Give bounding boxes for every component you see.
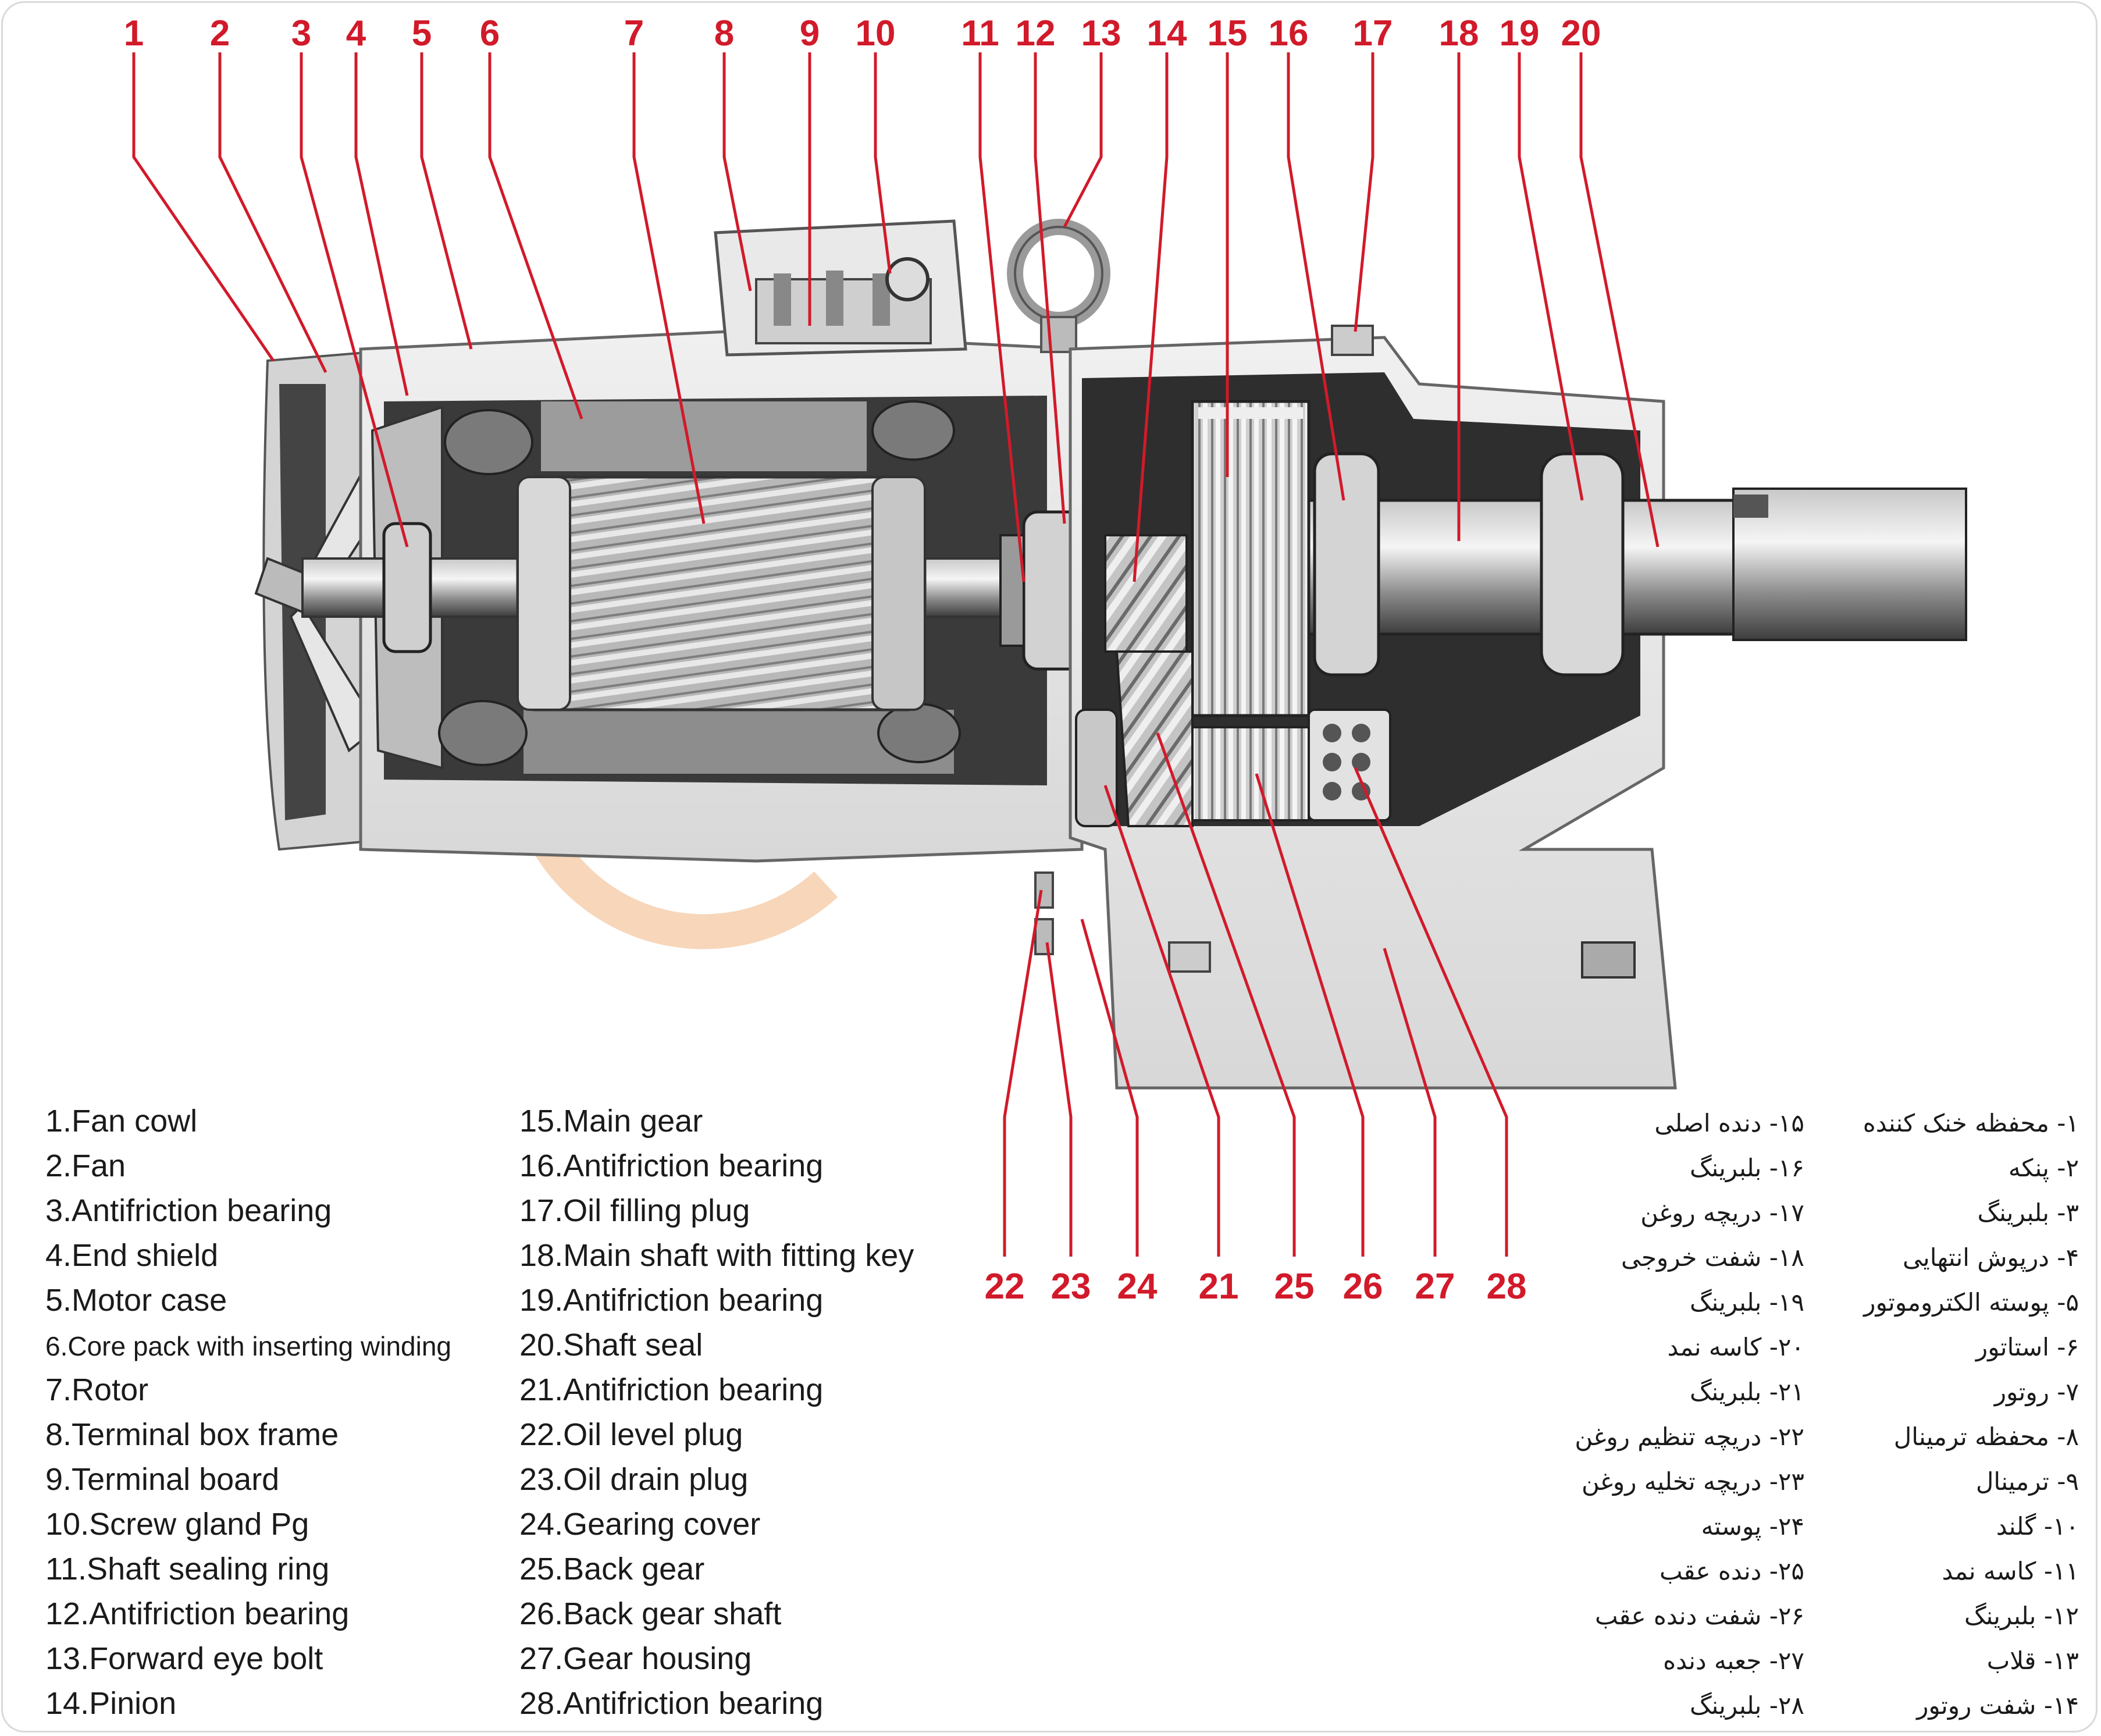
legend-item: 18.Main shaft with fitting key — [519, 1238, 914, 1273]
legend-item: 3.Antifriction bearing — [45, 1193, 332, 1228]
legend-item-fa: ۱۱- کاسه نمد — [1942, 1557, 2079, 1585]
legend-item-fa: ۱۰- گلند — [1996, 1512, 2079, 1541]
legend-item: 9.Terminal board — [45, 1462, 280, 1497]
callout-13: 13 — [1081, 13, 1121, 54]
callout-2: 2 — [210, 13, 230, 54]
legend-item-fa: ۲۲- دریچه تنظیم روغن — [1575, 1422, 1804, 1451]
bottom-callout-numbers: 22 23 24 21 25 26 27 28 — [985, 1267, 1527, 1307]
legend-item: 4.End shield — [45, 1238, 219, 1273]
motor-section — [254, 330, 1089, 863]
callout-3: 3 — [291, 13, 311, 54]
gearbox-section — [1034, 325, 1967, 1090]
top-callout-numbers: 1 2 3 4 5 6 7 8 9 10 11 12 13 14 15 16 1… — [124, 13, 1601, 54]
legend-item-fa: ۲۰- کاسه نمد — [1667, 1333, 1805, 1361]
callout-5: 5 — [412, 13, 432, 54]
callout-21: 21 — [1199, 1267, 1239, 1307]
legend-item: 7.Rotor — [45, 1372, 149, 1407]
callout-27: 27 — [1415, 1267, 1455, 1307]
legend-item-fa: ۱۲- بلبرینگ — [1964, 1602, 2079, 1630]
callout-4: 4 — [346, 13, 366, 54]
callout-19: 19 — [1500, 13, 1540, 54]
legend-item: 15.Main gear — [519, 1104, 703, 1139]
legend-item: 12.Antifriction bearing — [45, 1596, 350, 1631]
legend-item: 24.Gearing cover — [519, 1507, 761, 1542]
callout-17: 17 — [1353, 13, 1393, 54]
legend-item-fa: ۶- استاتور — [1975, 1333, 2079, 1361]
callout-14: 14 — [1147, 13, 1187, 54]
legend-item: 11.Shaft sealing ring — [45, 1552, 330, 1586]
callout-24: 24 — [1117, 1267, 1158, 1307]
legend-item: 16.Antifriction bearing — [519, 1148, 824, 1183]
legend-item-fa: ۲۴- پوسته — [1701, 1512, 1804, 1541]
legend-item: 20.Shaft seal — [519, 1328, 703, 1363]
legend-item-fa: ۲۸- بلبرینگ — [1689, 1691, 1804, 1720]
legend-item: 5.Motor case — [45, 1283, 227, 1318]
callout-8: 8 — [714, 13, 734, 54]
eye-bolt — [1007, 219, 1110, 353]
callout-18: 18 — [1439, 13, 1479, 54]
callout-20: 20 — [1561, 13, 1601, 54]
legend-item-fa: ۱۷- دریچه روغن — [1640, 1198, 1804, 1227]
legend-item-fa: ۲۳- دریچه تخلیه روغن — [1581, 1467, 1804, 1496]
legend-item: 26.Back gear shaft — [519, 1596, 782, 1631]
callout-23: 23 — [1051, 1267, 1091, 1307]
legend-item: 6.Core pack with inserting winding — [45, 1331, 452, 1361]
callout-15: 15 — [1208, 13, 1248, 54]
legend-item-fa: ۱۴- شفت روتور — [1917, 1691, 2079, 1720]
callout-16: 16 — [1269, 13, 1309, 54]
callout-11: 11 — [961, 13, 999, 54]
callout-25: 25 — [1274, 1267, 1315, 1307]
legend-item: 17.Oil filling plug — [519, 1193, 750, 1228]
callout-6: 6 — [480, 13, 500, 54]
legend-item-fa: ۲۷- جعبه دنده — [1663, 1646, 1804, 1675]
callout-1: 1 — [124, 13, 144, 54]
callout-22: 22 — [985, 1267, 1025, 1307]
legend-item: 14.Pinion — [45, 1686, 177, 1721]
legend-item-fa: ۹- ترمینال — [1975, 1467, 2079, 1496]
callout-7: 7 — [624, 13, 644, 54]
legend-item: 22.Oil level plug — [519, 1417, 743, 1452]
legend-item: 2.Fan — [45, 1148, 126, 1183]
legend-item: 1.Fan cowl — [45, 1104, 198, 1139]
legend-item-fa: ۱۸- شفت خروجی — [1621, 1243, 1804, 1272]
legend-item: 10.Screw gland Pg — [45, 1507, 309, 1542]
legend-item: 23.Oil drain plug — [519, 1462, 749, 1497]
leader-lines — [132, 52, 1660, 1257]
legend-item-fa: ۲۱- بلبرینگ — [1689, 1378, 1804, 1406]
legend-item-fa: ۲- پنکه — [2008, 1154, 2079, 1182]
legend-item-fa: ۸- محفظه ترمینال — [1893, 1422, 2079, 1451]
legend-item-fa: ۴- درپوش انتهایی — [1903, 1243, 2079, 1272]
legend-item-fa: ۷- روتور — [1994, 1378, 2079, 1406]
legend-item-fa: ۵- پوسته الکتروموتور — [1864, 1288, 2079, 1317]
legend-item-fa: ۱۳- قلاب — [1986, 1646, 2079, 1675]
callout-26: 26 — [1343, 1267, 1383, 1307]
callout-10: 10 — [856, 13, 896, 54]
callout-12: 12 — [1016, 13, 1056, 54]
legend-item-fa: ۲۶- شفت دنده عقب — [1594, 1602, 1804, 1630]
legend-item: 13.Forward eye bolt — [45, 1641, 323, 1676]
legend-item-fa: ۱۵- دنده اصلی — [1654, 1109, 1804, 1137]
callout-28: 28 — [1487, 1267, 1527, 1307]
terminal-box — [714, 219, 967, 357]
legend-item-fa: ۱۶- بلبرینگ — [1689, 1154, 1804, 1182]
legend-item-fa: ۳- بلبرینگ — [1977, 1198, 2079, 1227]
legend-item-fa: ۱- محفظه خنک کننده — [1863, 1109, 2079, 1137]
legend-item: 28.Antifriction bearing — [519, 1686, 824, 1721]
legend-item-fa: ۱۹- بلبرینگ — [1689, 1288, 1804, 1317]
legend-item: 25.Back gear — [519, 1552, 705, 1586]
legend-item: 21.Antifriction bearing — [519, 1372, 824, 1407]
legend-item: 27.Gear housing — [519, 1641, 752, 1676]
legend-item-fa: ۲۵- دنده عقب — [1660, 1557, 1804, 1585]
callout-9: 9 — [800, 13, 820, 54]
legend-item: 19.Antifriction bearing — [519, 1283, 824, 1318]
legend-item: 8.Terminal box frame — [45, 1417, 339, 1452]
